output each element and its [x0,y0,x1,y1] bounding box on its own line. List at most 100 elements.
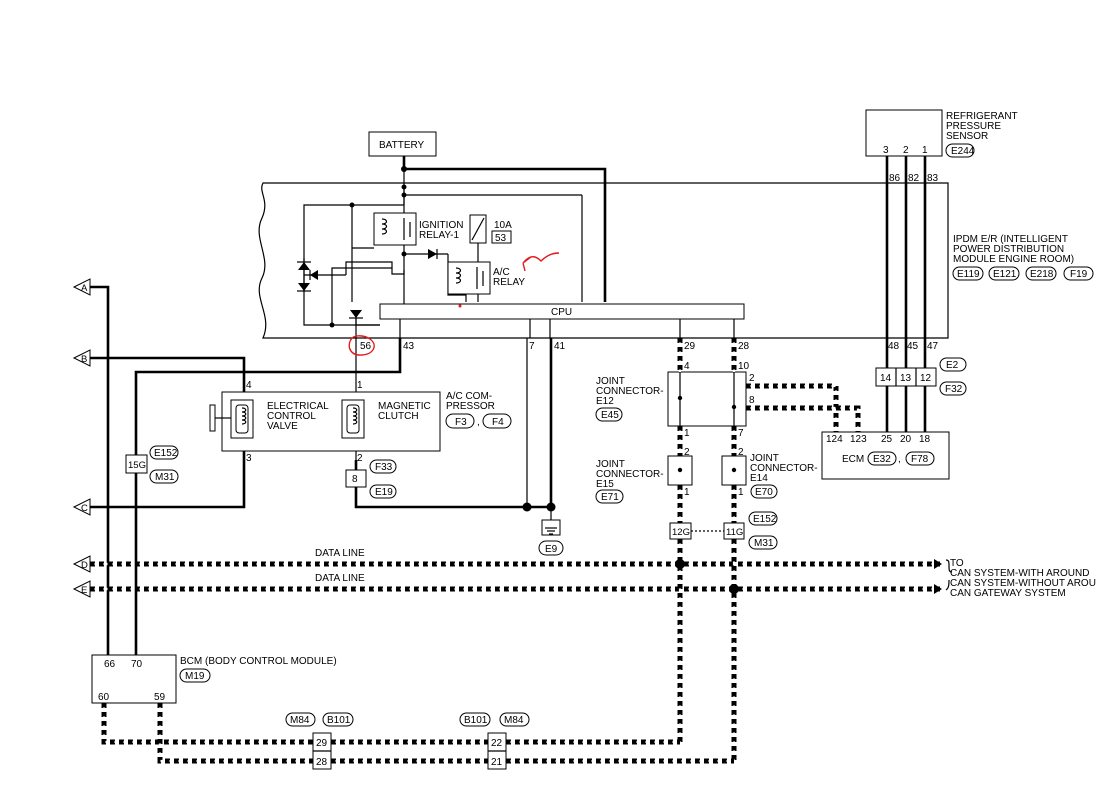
pin-29: 29 [684,341,696,352]
refrigerant-label-2: PRESSURE [946,121,1001,132]
ipdm-connector-1: E119 [957,269,980,280]
svg-text:B: B [81,354,87,365]
b101-left-connector: B101 [327,715,351,726]
bcm-title: BCM (BODY CONTROL MODULE) [180,656,337,667]
e12-title-1: JOINT [596,376,625,387]
diode-icon [428,249,437,259]
e15-connector: E71 [601,492,619,503]
e2-connector: E2 [946,360,959,371]
diode-icon [298,283,310,291]
bcm-connector: M19 [185,671,205,682]
pin-56: 56 [360,341,372,352]
data-line-label-2: DATA LINE [315,573,365,584]
ipdm-title-1: IPDM E/R (INTELLIGENT [953,234,1068,245]
e15-title-3: E15 [596,479,614,490]
e2-pin-13: 13 [900,373,912,384]
ecm-connector-1: E32 [873,454,891,465]
f32-connector: F32 [945,384,963,395]
compressor-connector-2: F4 [492,417,504,428]
joint-e15-box [667,455,693,486]
svg-text:A: A [81,283,88,294]
compressor-title-1: A/C COM- [446,391,492,402]
ground-connector-badge [538,540,564,556]
to-label-2: CAN SYSTEM-WITHOUT AROU [950,578,1096,589]
diode-icon [310,270,318,280]
pin-11g: 11G [726,527,743,538]
battery-label: BATTERY [379,140,425,151]
e12-pin-1: 1 [684,428,690,439]
m31-left-connector: M31 [155,472,175,483]
e15-title-2: CONNECTOR- [596,469,664,480]
ecv-label-3: VALVE [267,421,298,432]
ecv-pin-3: 3 [246,453,252,464]
e14-connector: E70 [755,487,773,498]
e12-pin-10: 10 [738,361,750,372]
fuse-number-box [491,230,512,244]
ecv-label-1: ELECTRICAL [267,401,329,412]
ignition-relay-label-1: IGNITION [419,220,463,231]
e19-connector: E19 [375,487,393,498]
ac-relay-label-1: A/C [493,267,510,278]
e15-title-1: JOINT [596,459,625,470]
svg-text:,: , [898,454,901,465]
fuse-rating: 10A [494,220,512,231]
ground-connector: E9 [545,544,558,555]
pin-41: 41 [554,341,566,352]
e14-pin-2: 2 [738,447,744,458]
clutch-label-2: CLUTCH [378,411,419,422]
e14-pin-1: 1 [738,487,744,498]
pin-28: 28 [738,341,750,352]
m84-right-connector: M84 [504,715,524,726]
ecm-pin-123: 123 [850,434,867,445]
pin-48: 48 [888,341,900,352]
e14-title-3: E14 [750,473,768,484]
e12-pin-7: 7 [738,428,744,439]
ecm-pin-25: 25 [881,434,893,445]
e12-pin-4: 4 [684,361,690,372]
pin-7: 7 [529,341,535,352]
pin-86: 86 [889,173,901,184]
compressor-connector-1: F3 [455,417,467,428]
bcm-pin-70: 70 [131,659,143,670]
pin-43: 43 [403,341,415,352]
e12-pin-2: 2 [749,373,755,384]
ipdm-connector-3: E218 [1030,269,1054,280]
bcm-pin-66: 66 [104,659,116,670]
sensor-pin-3: 3 [883,145,889,156]
refrigerant-label-3: SENSOR [946,131,988,142]
pin-47: 47 [927,341,939,352]
svg-text:,: , [477,417,480,428]
m31-right-connector: M31 [754,538,774,549]
e152-left-connector: E152 [154,448,178,459]
b101-right-pin-22: 22 [491,738,503,749]
cpu-label: CPU [551,307,572,318]
ecm-label: ECM [842,454,864,465]
ecm-connector-2: F78 [911,454,929,465]
sensor-pin-1: 1 [922,145,928,156]
ipdm-connector-2: E121 [993,269,1017,280]
bcm-box [91,654,177,704]
to-label-0: TO [950,558,964,569]
ignition-relay-coil [373,212,417,246]
data-line-label-1: DATA LINE [315,548,365,559]
inline-15g-pin: 15G [128,460,146,471]
e14-title-1: JOINT [750,453,779,464]
inline-f33-box [345,469,367,488]
annotation-arrow [522,252,560,272]
m84-left-pin-29: 29 [316,738,328,749]
svg-text:D: D [81,560,88,571]
pin-82: 82 [908,173,920,184]
pin-45: 45 [907,341,919,352]
ipdm-title-2: POWER DISTRIBUTION [953,244,1064,255]
e12-title-3: E12 [596,396,614,407]
e14-title-2: CONNECTOR- [750,463,818,474]
sensor-pin-2: 2 [903,145,909,156]
m84-left-connector: M84 [290,715,310,726]
e12-title-2: CONNECTOR- [596,386,664,397]
b101-right-connector: B101 [464,715,488,726]
to-label-3: CAN GATEWAY SYSTEM [950,588,1066,599]
annotation-circle [348,335,375,356]
to-label-1: CAN SYSTEM-WITH AROUND [950,568,1089,579]
ipdm-title-3: MODULE ENGINE ROOM) [953,254,1074,265]
